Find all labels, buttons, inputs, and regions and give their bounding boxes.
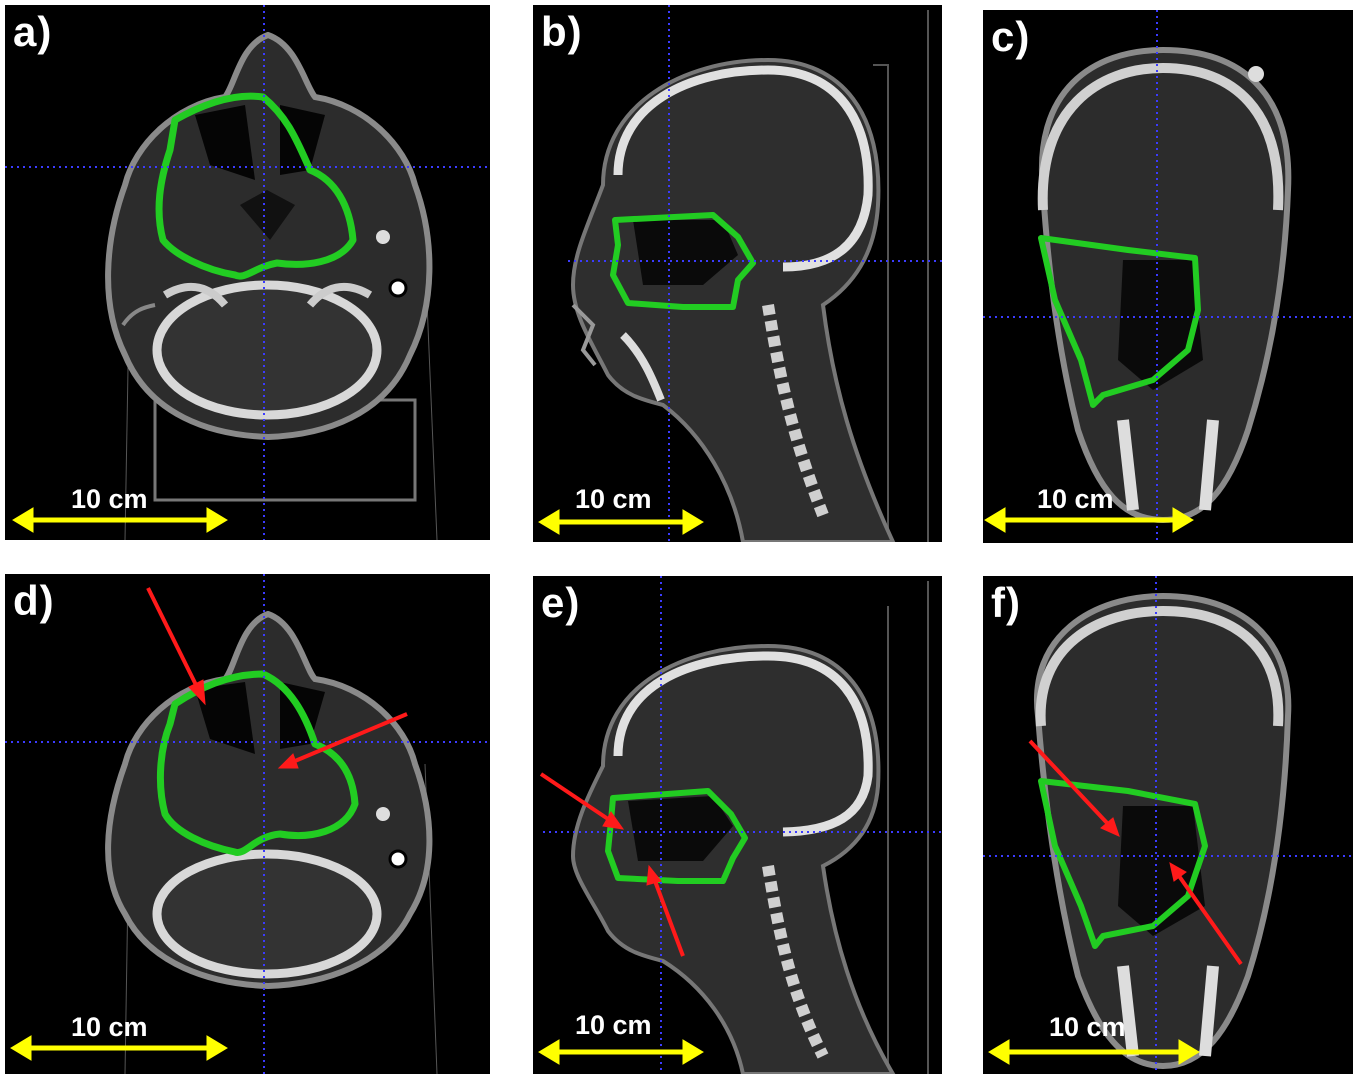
scale-label: 10 cm <box>1037 484 1114 514</box>
green-contour <box>156 670 359 856</box>
green-contour <box>1038 235 1201 408</box>
red-arrow <box>539 772 625 830</box>
scale-bar <box>12 507 228 533</box>
scale-bar <box>538 1039 704 1065</box>
ct-panel-axial-bottom: d) 10 cm <box>5 574 490 1074</box>
panel-label: e) <box>541 579 581 626</box>
ct-axial-image <box>5 5 490 540</box>
red-arrow <box>146 587 206 706</box>
panel-label: b) <box>541 8 583 55</box>
panel-label: c) <box>991 13 1031 60</box>
ct-panel-coronal-top: c) 10 cm <box>983 10 1353 543</box>
ct-panel-axial-top: a) 10 cm <box>5 5 490 540</box>
green-contour <box>605 788 748 884</box>
green-contour <box>610 212 756 310</box>
ct-axial-image <box>5 574 490 1074</box>
scale-label: 10 cm <box>575 1010 652 1040</box>
ct-sagittal-image <box>538 5 942 542</box>
ct-coronal-image <box>983 10 1353 543</box>
scale-label: 10 cm <box>575 484 652 514</box>
ct-sagittal-image <box>538 576 942 1074</box>
panel-label: f) <box>991 579 1021 626</box>
scale-bar <box>538 509 704 535</box>
red-arrow <box>1028 739 1120 837</box>
green-contour <box>1038 778 1208 949</box>
scale-bar <box>10 1035 228 1061</box>
red-arrow <box>277 712 408 769</box>
ct-panel-coronal-bottom: f) 10 cm <box>983 576 1353 1074</box>
panel-label: a) <box>13 8 53 55</box>
ct-coronal-image <box>983 576 1353 1074</box>
green-contour <box>155 92 357 280</box>
ct-panel-sagittal-top: b) 10 cm <box>533 5 942 542</box>
ct-panel-sagittal-bottom: e) 10 cm <box>533 576 942 1074</box>
scale-label: 10 cm <box>71 484 148 514</box>
red-arrow <box>1169 862 1243 966</box>
panel-label: d) <box>13 577 55 624</box>
scale-bar <box>988 1039 1200 1065</box>
scale-bar <box>984 507 1194 533</box>
scale-label: 10 cm <box>1049 1012 1126 1042</box>
red-arrow <box>646 864 685 957</box>
scale-label: 10 cm <box>71 1012 148 1042</box>
